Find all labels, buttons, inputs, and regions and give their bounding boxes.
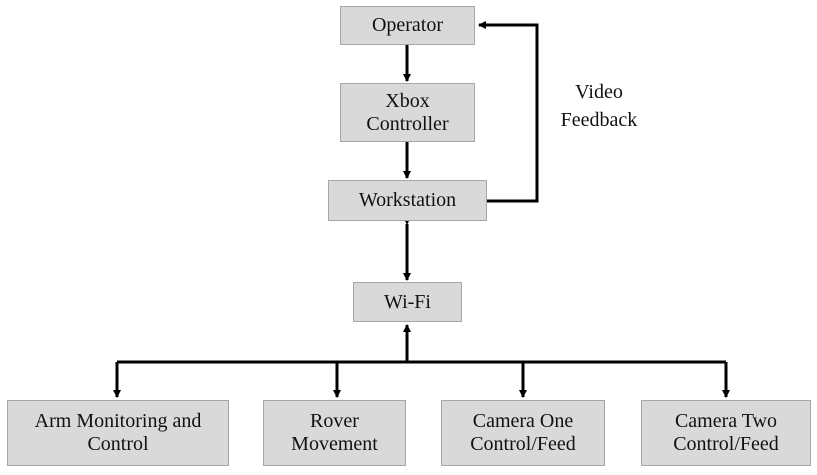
rover-movement-box: Rover Movement xyxy=(263,400,406,466)
camera-one-line2: Control/Feed xyxy=(470,433,576,455)
xbox-controller-line1: Xbox xyxy=(385,89,430,112)
video-feedback-line xyxy=(478,21,539,203)
arm-monitoring-box: Arm Monitoring and Control xyxy=(7,400,229,466)
arm-monitoring-line2: Control xyxy=(87,433,149,455)
camera-two-box: Camera Two Control/Feed xyxy=(641,400,811,466)
wifi-label: Wi-Fi xyxy=(384,290,431,313)
video-feedback-line2: Feedback xyxy=(560,109,638,131)
camera-two-line1: Camera Two xyxy=(674,410,778,432)
operator-box: Operator xyxy=(340,6,475,45)
rover-movement-line2: Movement xyxy=(291,433,378,455)
camera-one-line1: Camera One xyxy=(472,410,574,432)
video-feedback-line1: Video xyxy=(575,81,623,103)
rover-movement-line1: Rover xyxy=(310,410,359,432)
workstation-label: Workstation xyxy=(358,189,457,211)
camera-one-box: Camera One Control/Feed xyxy=(441,400,605,466)
wifi-box: Wi-Fi xyxy=(353,282,462,322)
xbox-controller-box: Xbox Controller xyxy=(340,83,475,142)
xbox-controller-line2: Controller xyxy=(366,112,449,135)
workstation-box: Workstation xyxy=(328,180,487,221)
operator-label: Operator xyxy=(371,14,444,36)
arm-monitoring-line1: Arm Monitoring and xyxy=(34,410,202,432)
video-feedback-label: Video Feedback xyxy=(548,78,650,134)
camera-two-line2: Control/Feed xyxy=(673,433,779,455)
